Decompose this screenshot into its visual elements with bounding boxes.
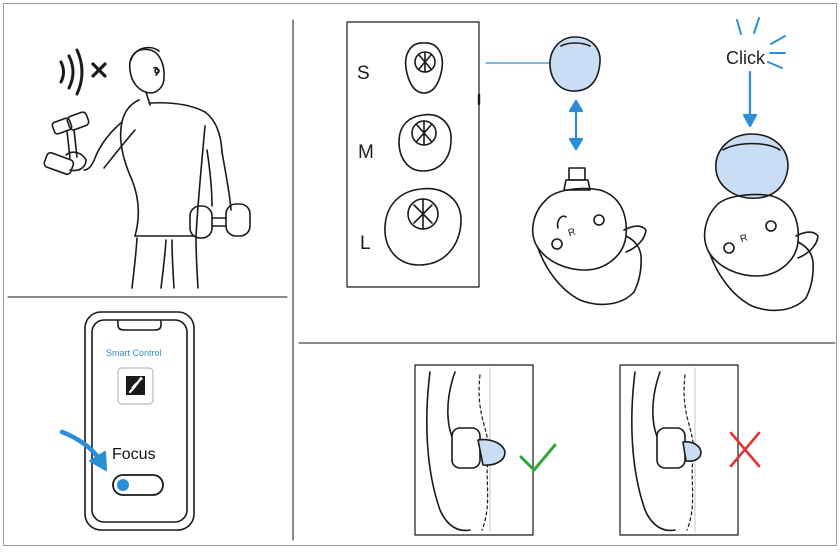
cross-icon: [93, 64, 105, 76]
ear-tip-small: [406, 43, 443, 93]
blue-ear-tip: [550, 37, 600, 91]
ear-tip-large: [385, 189, 461, 265]
size-label-l: L: [360, 233, 371, 255]
phone-illustration: [85, 312, 194, 530]
down-arrow-icon: [744, 72, 756, 126]
earbud-without-tip: R: [533, 168, 646, 304]
tap-arrow-icon: [62, 432, 106, 470]
click-label: Click: [726, 48, 765, 69]
ear-fit-correct: [415, 365, 533, 535]
focus-toggle-switch: [113, 475, 163, 495]
focus-mode-label: Focus: [112, 446, 156, 464]
size-label-m: M: [358, 142, 374, 164]
man-exercising-icon: [43, 48, 250, 288]
ear-fit-incorrect: [620, 365, 738, 535]
outer-frame: [4, 4, 837, 546]
size-label-s: S: [357, 63, 370, 85]
ear-tip-medium: [399, 115, 451, 171]
earbud-with-tip: R: [705, 134, 818, 310]
app-title: Smart Control: [106, 348, 162, 358]
no-wireless-icon: [61, 50, 82, 94]
cross-mark-icon: [731, 433, 759, 466]
svg-text:R: R: [567, 226, 578, 239]
check-mark-icon: [521, 445, 555, 470]
double-arrow-icon: [570, 101, 582, 149]
svg-text:R: R: [739, 232, 750, 245]
